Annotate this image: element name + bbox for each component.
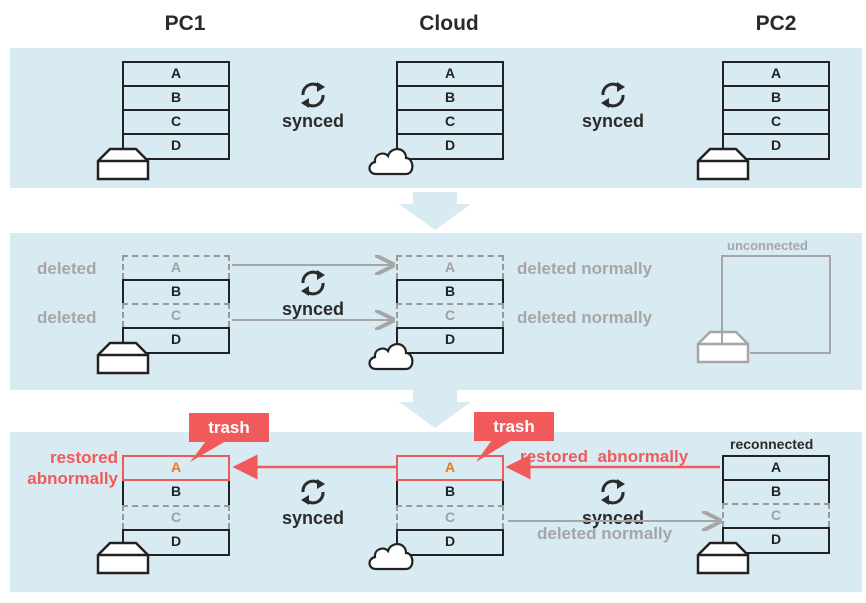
hard-drive-icon <box>96 541 150 575</box>
cloud-icon <box>368 543 414 571</box>
deleted-label: deleted <box>37 308 97 327</box>
down-arrow-icon <box>399 192 471 230</box>
pc2-header: PC2 <box>755 12 797 35</box>
sync-label: synced <box>281 299 345 319</box>
pc1-file-stack: A B C D <box>122 455 230 556</box>
file-row: B <box>396 481 504 505</box>
pc2-file-stack: A B C D <box>722 61 830 160</box>
down-arrow-icon <box>399 390 471 428</box>
hard-drive-icon <box>96 147 150 181</box>
pc1-header: PC1 <box>164 12 206 35</box>
sync-indicator: synced <box>273 80 353 132</box>
file-row: B <box>122 279 230 303</box>
trash-badge: trash <box>189 413 269 442</box>
file-row-deleted: A <box>122 255 230 279</box>
sync-indicator: synced <box>273 477 353 529</box>
pc1-file-stack: A B C D <box>122 61 230 160</box>
file-row-restored: A <box>122 455 230 481</box>
sync-label: synced <box>581 508 645 528</box>
file-row: D <box>122 133 230 160</box>
pc2-status-label: reconnected <box>730 436 814 452</box>
file-row: B <box>396 279 504 303</box>
file-row: C <box>396 109 504 133</box>
hard-drive-icon <box>96 341 150 375</box>
sync-indicator: synced <box>573 80 653 132</box>
hard-drive-icon <box>696 541 750 575</box>
sync-label: synced <box>581 111 645 131</box>
pc1-file-stack: A B C D <box>122 255 230 354</box>
deleted-label: deleted <box>37 259 97 278</box>
file-row: D <box>396 327 504 354</box>
deleted-normally-label: deleted normally <box>517 259 653 278</box>
file-row: D <box>122 529 230 556</box>
trash-badge: trash <box>474 412 554 441</box>
sync-icon <box>601 479 625 505</box>
file-row: B <box>722 85 830 109</box>
file-row: B <box>122 85 230 109</box>
file-row: B <box>722 479 830 503</box>
hard-drive-icon <box>696 147 750 181</box>
pc2-unconnected-frame <box>721 255 831 354</box>
file-row: B <box>396 85 504 109</box>
file-row: B <box>122 481 230 505</box>
restored-abnormally-label: restored abnormally <box>27 448 118 488</box>
deleted-normally-label: deleted normally <box>537 524 673 543</box>
sync-icon <box>601 82 625 108</box>
trash-pointer <box>190 441 226 462</box>
file-row-deleted: A <box>396 255 504 279</box>
cloud-file-stack: A B C D <box>396 255 504 354</box>
sync-label: synced <box>281 111 345 131</box>
sync-label: synced <box>281 508 345 528</box>
hard-drive-icon <box>696 330 750 364</box>
file-row: D <box>396 529 504 556</box>
file-row: C <box>122 109 230 133</box>
sync-icon <box>301 270 325 296</box>
sync-icon <box>301 479 325 505</box>
sync-indicator: synced <box>573 477 653 529</box>
file-row: A <box>722 455 830 479</box>
restored-abnormally-label: restored abnormally <box>520 447 689 466</box>
file-row-deleted: C <box>122 303 230 327</box>
sync-icon <box>301 82 325 108</box>
file-row-deleted: C <box>122 505 230 529</box>
file-row-restored: A <box>396 455 504 481</box>
pc2-file-stack: A B C D <box>722 455 830 554</box>
deleted-normally-label: deleted normally <box>517 308 653 327</box>
file-row-deleted: C <box>396 505 504 529</box>
cloud-icon <box>368 148 414 176</box>
file-row-deleted: C <box>722 503 830 527</box>
cloud-icon <box>368 343 414 371</box>
trash-pointer <box>476 440 512 462</box>
sync-indicator: synced <box>273 268 353 320</box>
cloud-file-stack: A B C D <box>396 61 504 160</box>
pc2-status-label: unconnected <box>727 238 808 253</box>
cloud-file-stack: A B C D <box>396 455 504 556</box>
file-row: D <box>396 133 504 160</box>
file-row-deleted: C <box>396 303 504 327</box>
file-row: A <box>396 61 504 85</box>
file-row: C <box>722 109 830 133</box>
cloud-header: Cloud <box>419 12 479 35</box>
file-row: A <box>722 61 830 85</box>
file-row: A <box>122 61 230 85</box>
